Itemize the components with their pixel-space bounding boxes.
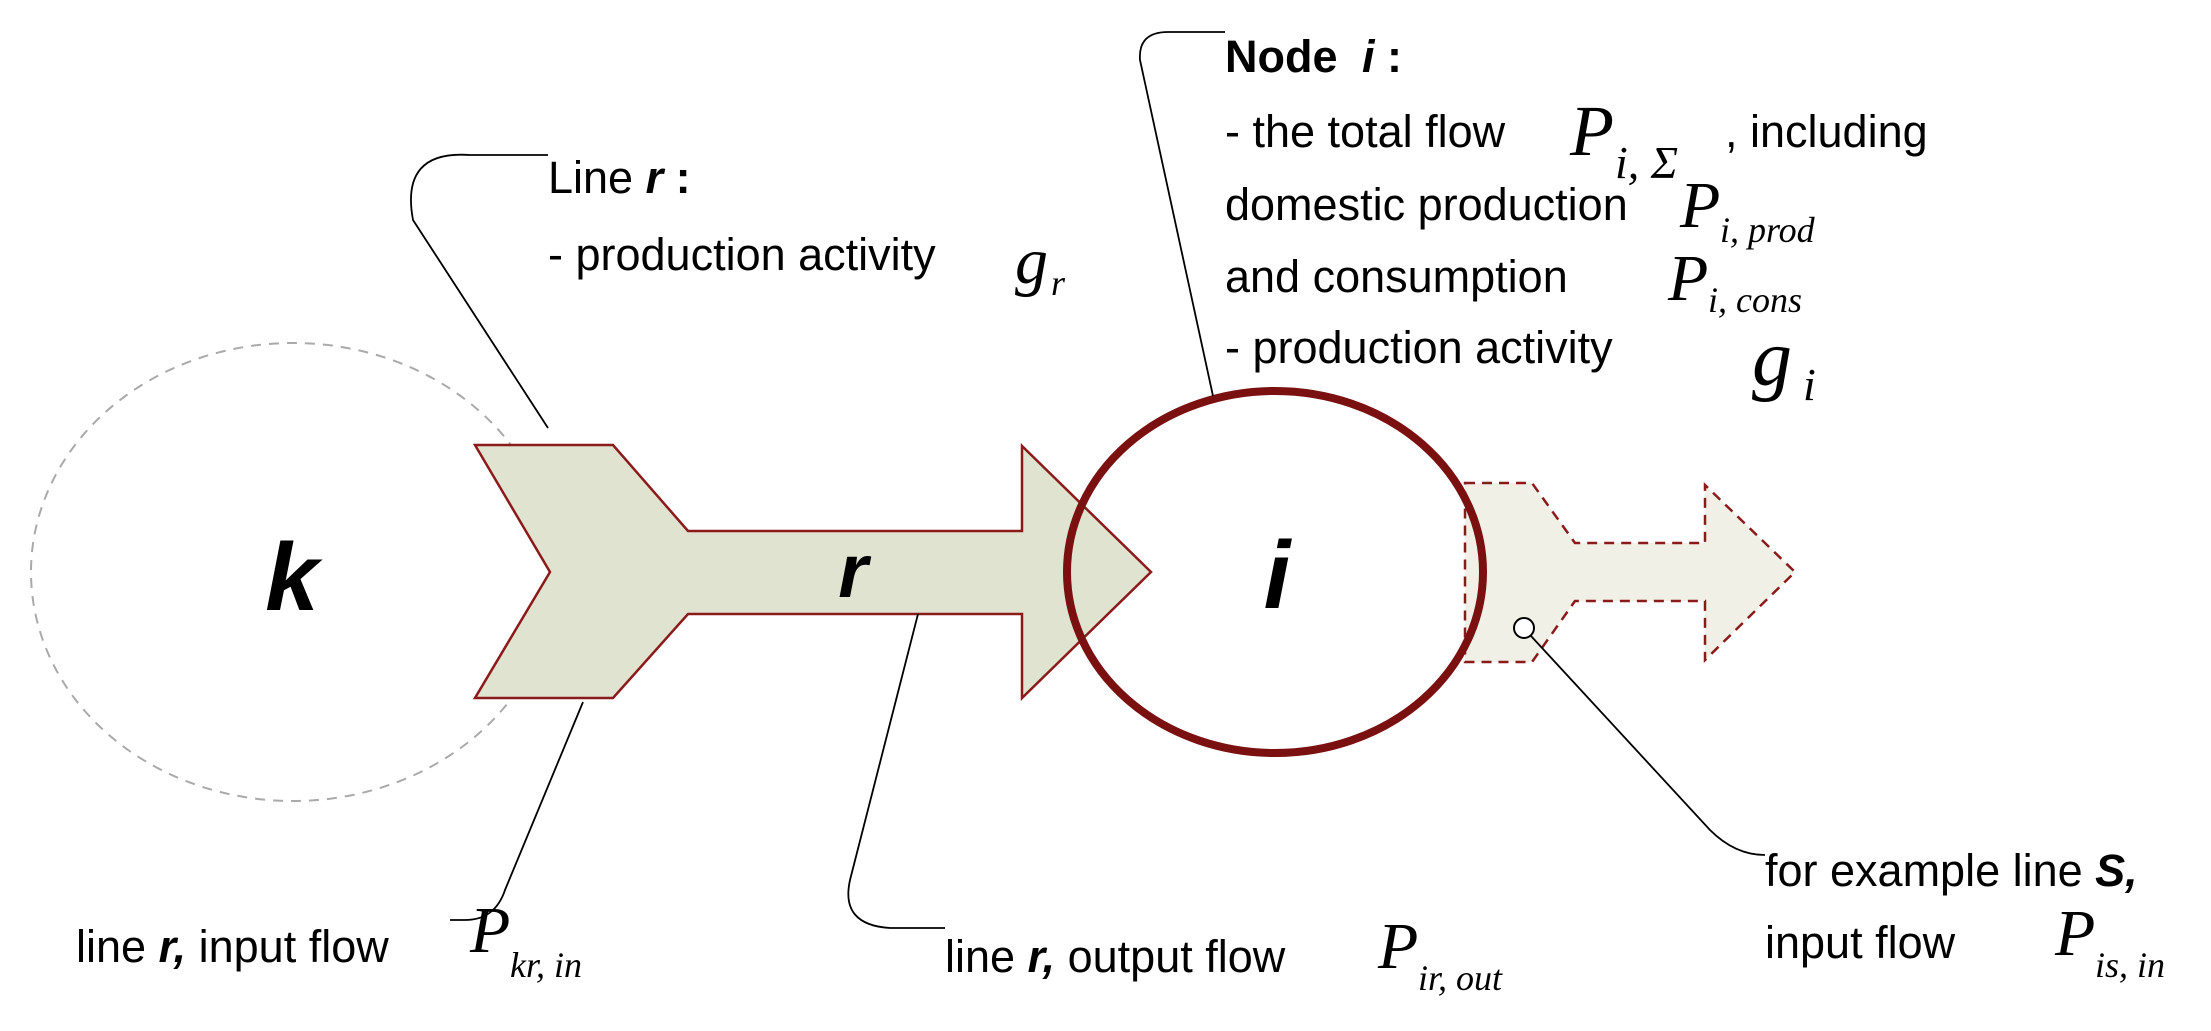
- line-r-label: Line r : - production activity g r: [548, 152, 1066, 303]
- svg-text:ir, out: ir, out: [1418, 958, 1503, 998]
- node-i-label: Node i : - the total flow P i, Σ , inclu…: [1225, 31, 1928, 410]
- input-flow-label: line r, input flow P kr, in: [76, 894, 582, 985]
- line-r-arrow: [475, 445, 1151, 698]
- node-i-circle: [1063, 387, 1487, 757]
- svg-text:Node i :: Node i :: [1225, 31, 1402, 82]
- node-k-letter: k: [265, 524, 323, 631]
- line-s-ghost-arrow: [1465, 483, 1795, 662]
- leader-input-flow: [450, 701, 584, 921]
- leader-lines: [410, 31, 1766, 929]
- line-r-arrow-outline: [472, 443, 1153, 701]
- svg-text:P: P: [2054, 897, 2095, 970]
- svg-text:g: g: [1752, 315, 1792, 403]
- svg-text:- production activity: - production activity: [548, 229, 936, 280]
- svg-text:i, prod: i, prod: [1720, 210, 1816, 250]
- node-i-letter: i: [1264, 522, 1293, 629]
- svg-text:- the total flow: - the total flow: [1225, 106, 1506, 157]
- svg-text:g: g: [1015, 225, 1048, 298]
- leader-line-s: [1530, 635, 1766, 856]
- svg-text:P: P: [1569, 91, 1614, 171]
- svg-text:line r, output flow: line r, output flow: [945, 931, 1286, 982]
- svg-text:i, Σ: i, Σ: [1615, 137, 1678, 188]
- arrow-r-letter: r: [838, 529, 872, 614]
- svg-text:line r, input flow: line r, input flow: [76, 921, 389, 972]
- svg-text:P: P: [1377, 910, 1418, 983]
- line-s-ghost-arrow-outline: [1463, 481, 1797, 664]
- svg-text:P: P: [1667, 242, 1708, 315]
- svg-text:P: P: [1679, 169, 1720, 242]
- svg-text:is, in: is, in: [2095, 945, 2165, 985]
- svg-text:for example line S,: for example line S,: [1765, 845, 2138, 896]
- example-line-s-label: for example line S, input flow P is, in: [1765, 845, 2165, 985]
- svg-text:i: i: [1803, 359, 1816, 410]
- svg-text:i, cons: i, cons: [1708, 280, 1802, 320]
- svg-text:P: P: [469, 894, 510, 967]
- svg-text:and consumption: and consumption: [1225, 251, 1568, 302]
- svg-text:r: r: [1051, 263, 1066, 303]
- output-flow-label: line r, output flow P ir, out: [945, 910, 1503, 998]
- svg-text:, including: , including: [1725, 106, 1928, 157]
- svg-text:- production activity: - production activity: [1225, 322, 1613, 373]
- leader-line-r: [410, 153, 549, 429]
- line-s-connector: [1513, 617, 1535, 639]
- svg-text:kr, in: kr, in: [510, 945, 582, 985]
- leader-output-flow: [847, 613, 945, 929]
- svg-text:input flow: input flow: [1765, 917, 1956, 968]
- svg-text:Line r :: Line r :: [548, 152, 691, 203]
- svg-text:domestic production: domestic production: [1225, 179, 1628, 230]
- leader-node-i: [1139, 31, 1225, 397]
